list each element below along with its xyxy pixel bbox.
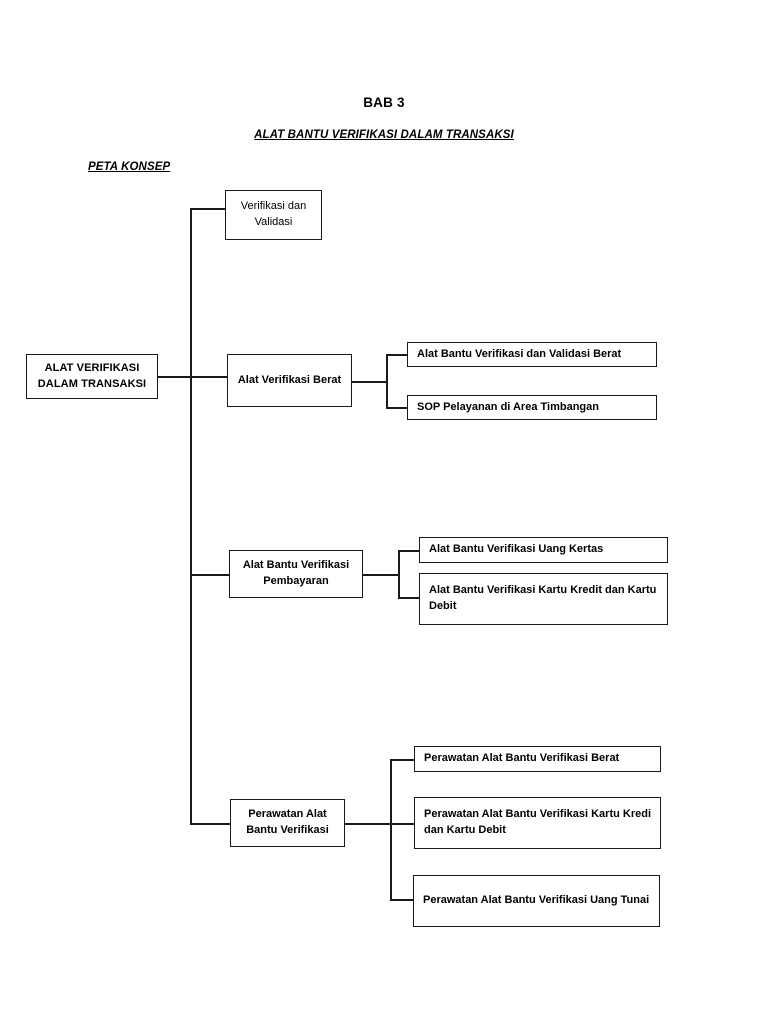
connector-trunk-to-n3 <box>190 574 231 576</box>
connector-n4-to-n4a <box>390 759 415 761</box>
node-perawatan-alat-bantu-verifikasi-kartu-kredit-dan-kartu-debit[interactable]: Perawatan Alat Bantu Verifikasi Kartu Kr… <box>414 797 661 849</box>
node-perawatan-alat-bantu-verifikasi-uang-tunai[interactable]: Perawatan Alat Bantu Verifikasi Uang Tun… <box>413 875 660 927</box>
connector-n4-stem <box>345 823 392 825</box>
connector-n2-to-n2a <box>386 354 408 356</box>
node-alat-bantu-verifikasi-uang-kertas[interactable]: Alat Bantu Verifikasi Uang Kertas <box>419 537 668 563</box>
connector-n2-stem <box>352 381 388 383</box>
node-perawatan-alat-bantu-verifikasi-berat-label: Perawatan Alat Bantu Verifikasi Berat <box>424 752 620 765</box>
connector-n3-to-n3a <box>398 550 421 552</box>
node-alat-bantu-verifikasi-kartu-kredit-dan-kartu-debit-label: Alat Bantu Verifikasi Kartu Kredit dan K… <box>429 584 657 612</box>
connector-trunk-to-n4 <box>190 823 232 825</box>
connector-n4-fork-vertical <box>390 759 392 901</box>
node-perawatan-alat-bantu-verifikasi-label: Perawatan Alat Bantu Verifikasi <box>246 808 329 836</box>
node-verifikasi-dan-validasi-label: Verifikasi dan Validasi <box>240 200 307 228</box>
connector-n2-fork-vertical <box>386 354 388 409</box>
connector-n4-to-n4c <box>390 899 415 901</box>
node-alat-bantu-verifikasi-kartu-kredit-dan-kartu-debit[interactable]: Alat Bantu Verifikasi Kartu Kredit dan K… <box>419 573 668 625</box>
node-alat-bantu-verifikasi-dan-validasi-berat[interactable]: Alat Bantu Verifikasi dan Validasi Berat <box>407 342 657 367</box>
connector-trunk-to-n1 <box>190 208 227 210</box>
connector-n3-fork-vertical <box>398 550 400 599</box>
node-perawatan-alat-bantu-verifikasi-uang-tunai-label: Perawatan Alat Bantu Verifikasi Uang Tun… <box>423 894 650 907</box>
node-root-label: ALAT VERIFIKASI DALAM TRANSAKSI <box>37 361 147 390</box>
node-alat-verifikasi-berat-label: Alat Verifikasi Berat <box>237 373 342 386</box>
node-alat-bantu-verifikasi-uang-kertas-label: Alat Bantu Verifikasi Uang Kertas <box>429 543 604 556</box>
chapter-heading: BAB 3 <box>363 95 405 110</box>
node-root[interactable]: ALAT VERIFIKASI DALAM TRANSAKSI <box>26 354 158 399</box>
node-sop-pelayanan-di-area-timbangan[interactable]: SOP Pelayanan di Area Timbangan <box>407 395 657 420</box>
connector-n2-to-n2b <box>386 407 408 409</box>
connector-trunk-to-n2 <box>190 376 229 378</box>
node-verifikasi-dan-validasi[interactable]: Verifikasi dan Validasi <box>225 190 322 240</box>
connector-n3-to-n3b <box>398 597 421 599</box>
node-alat-bantu-verifikasi-pembayaran-label: Alat Bantu Verifikasi Pembayaran <box>242 559 350 587</box>
connector-main-trunk <box>190 208 192 824</box>
node-perawatan-alat-bantu-verifikasi-berat[interactable]: Perawatan Alat Bantu Verifikasi Berat <box>414 746 661 772</box>
node-perawatan-alat-bantu-verifikasi[interactable]: Perawatan Alat Bantu Verifikasi <box>230 799 345 847</box>
node-alat-bantu-verifikasi-pembayaran[interactable]: Alat Bantu Verifikasi Pembayaran <box>229 550 363 598</box>
node-sop-pelayanan-di-area-timbangan-label: SOP Pelayanan di Area Timbangan <box>417 400 599 413</box>
section-heading: PETA KONSEP <box>88 161 171 173</box>
connector-n4-to-n4b <box>390 823 415 825</box>
node-perawatan-alat-bantu-verifikasi-kartu-kredit-dan-kartu-debit-label: Perawatan Alat Bantu Verifikasi Kartu Kr… <box>424 808 651 836</box>
connector-n3-stem <box>363 574 400 576</box>
node-alat-bantu-verifikasi-dan-validasi-berat-label: Alat Bantu Verifikasi dan Validasi Berat <box>417 347 622 360</box>
page-title: ALAT BANTU VERIFIKASI DALAM TRANSAKSI <box>254 129 514 141</box>
node-alat-verifikasi-berat[interactable]: Alat Verifikasi Berat <box>227 354 352 407</box>
connector-root-to-trunk <box>158 376 192 378</box>
